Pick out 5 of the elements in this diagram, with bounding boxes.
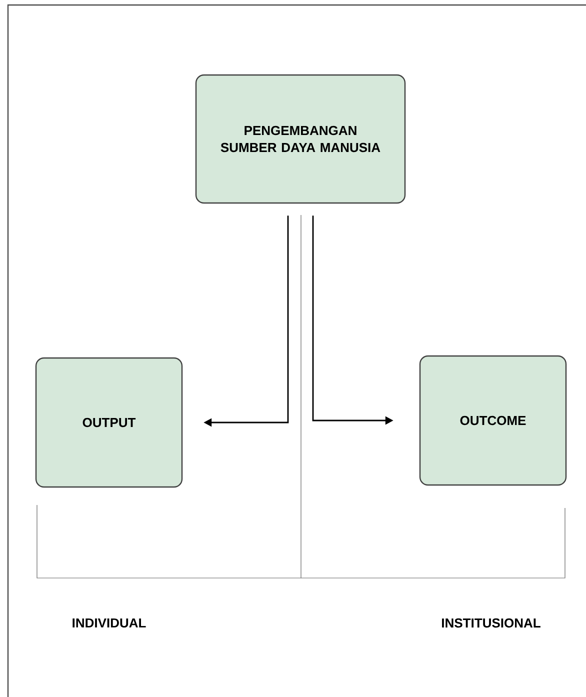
process-box: OUTPUT <box>35 357 183 488</box>
process-box: PENGEMBANGAN SUMBER DAYA MANUSIA <box>195 74 406 204</box>
process-box: OUTCOME <box>419 355 567 486</box>
category-label: INSTITUSIONAL <box>442 618 540 628</box>
category-label: INDIVIDUAL <box>72 618 146 628</box>
